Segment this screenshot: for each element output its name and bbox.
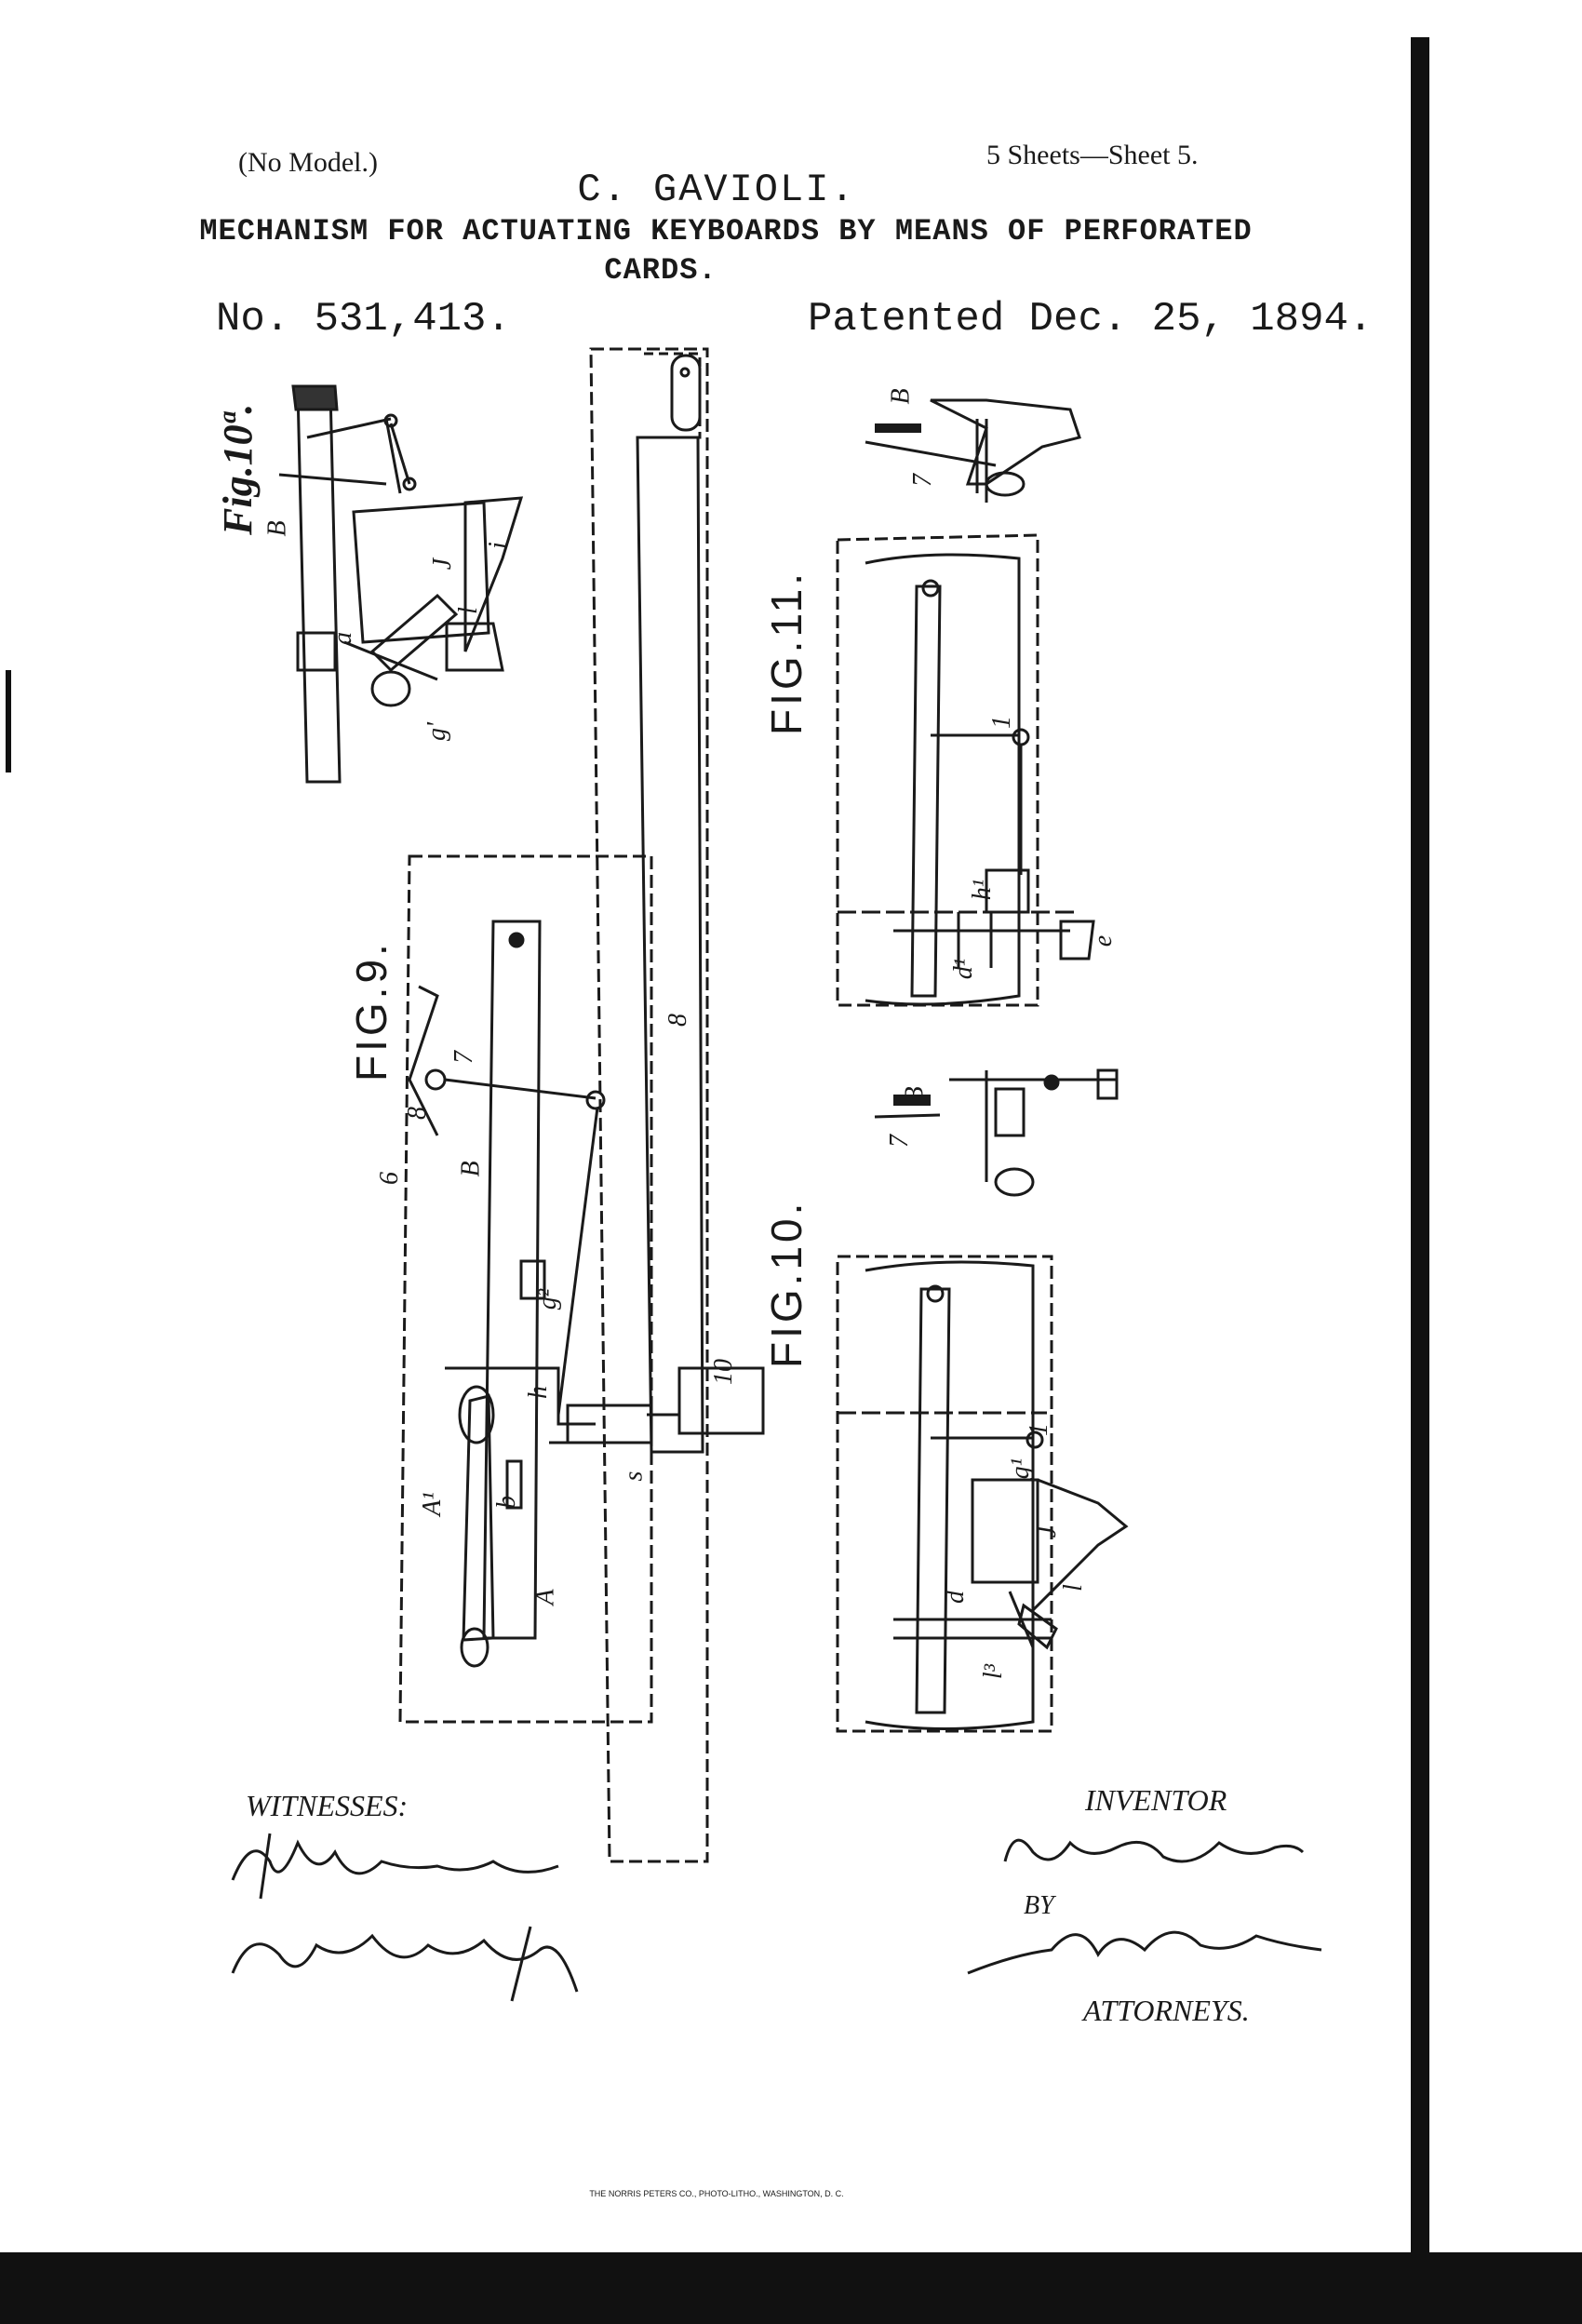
fig10-section-drawing	[874, 1068, 1119, 1197]
fig9-label-6: 6	[375, 1172, 404, 1185]
fig10-label-g1: g¹	[1006, 1458, 1036, 1480]
patent-title-line-2: CARDS.	[604, 253, 717, 288]
fig10a-label-b: B	[262, 520, 292, 537]
fig9-label-s: s	[619, 1471, 649, 1482]
figure-10-label: FIG.10.	[762, 1199, 811, 1368]
fig10a-label-g: g'	[422, 722, 451, 741]
fig9-label-b-small: b	[492, 1496, 521, 1509]
fig9-label-b: B	[456, 1161, 486, 1177]
figure-11-label: FIG.11.	[762, 570, 811, 735]
fig9-label-g2: g²	[533, 1288, 563, 1310]
fig11-label-b: B	[886, 388, 916, 405]
fig9-label-8: 8	[403, 1107, 432, 1120]
by-label: BY	[1024, 1891, 1054, 1920]
inventor-signature	[1003, 1838, 1305, 1863]
fig10a-label-l: l	[453, 607, 483, 614]
fig11-label-7: 7	[908, 474, 937, 487]
fig11-label-d1: d¹	[949, 958, 979, 980]
fig10-label-b: B	[900, 1086, 930, 1103]
fig9-label-10: 10	[709, 1359, 738, 1385]
fig10a-drawing	[278, 384, 524, 784]
fig9-label-a: A	[530, 1589, 560, 1605]
fig9-label-h: h	[524, 1386, 553, 1399]
no-model-note: (No Model.)	[238, 147, 378, 178]
scan-mark-left	[6, 670, 11, 772]
fig10a-label-j: J	[428, 557, 458, 571]
fig9-drawing	[398, 854, 653, 1724]
key-lever-strip	[589, 347, 765, 1863]
patent-date: Patented Dec. 25, 1894.	[808, 296, 1374, 343]
fig10-label-1: 1	[1025, 1423, 1053, 1436]
inventor-name: C. GAVIOLI.	[577, 168, 856, 212]
fig9-label-8-strip: 8	[664, 1014, 692, 1027]
fig9-label-7: 7	[449, 1051, 478, 1064]
figure-10a-label: Fig.10ª.	[215, 403, 261, 535]
fig10-label-l: l	[1058, 1584, 1088, 1592]
witnesses-label: WITNESSES:	[246, 1789, 409, 1822]
fig10-drawing	[836, 1255, 1129, 1733]
fig11-label-e: e	[1089, 934, 1119, 947]
fig10a-label-i: i	[483, 542, 513, 549]
fig11-section-drawing	[865, 398, 1081, 503]
fig10-label-l3: l³	[979, 1663, 1009, 1680]
figure-9-label: FIG.9.	[347, 940, 396, 1081]
attorney-signature	[967, 1930, 1322, 1975]
scan-border-right	[1411, 37, 1429, 2324]
fig10-label-j: J	[1033, 1525, 1063, 1538]
fig10-label-7: 7	[885, 1135, 914, 1148]
attorneys-label: ATTORNEYS.	[1083, 1994, 1250, 2027]
fig10a-label-a: a	[328, 632, 357, 645]
sheet-count: 5 Sheets—Sheet 5.	[986, 140, 1199, 170]
fig9-label-a1: A¹	[417, 1492, 447, 1516]
patent-title-line-1: MECHANISM FOR ACTUATING KEYBOARDS BY MEA…	[199, 214, 1253, 249]
scan-border-bottom	[0, 2252, 1582, 2324]
patent-number: No. 531,413.	[216, 296, 511, 343]
witness-signature-1	[231, 1833, 559, 1900]
fig11-label-h1: h¹	[968, 879, 998, 901]
inventor-label: INVENTOR	[1085, 1783, 1227, 1817]
fig11-label-1: 1	[987, 716, 1016, 729]
printer-credit: THE NORRIS PETERS CO., PHOTO-LITHO., WAS…	[589, 2189, 844, 2198]
witness-signature-2	[231, 1926, 579, 2002]
fig10-label-d: d	[941, 1591, 970, 1604]
fig11-drawing	[836, 533, 1095, 1007]
